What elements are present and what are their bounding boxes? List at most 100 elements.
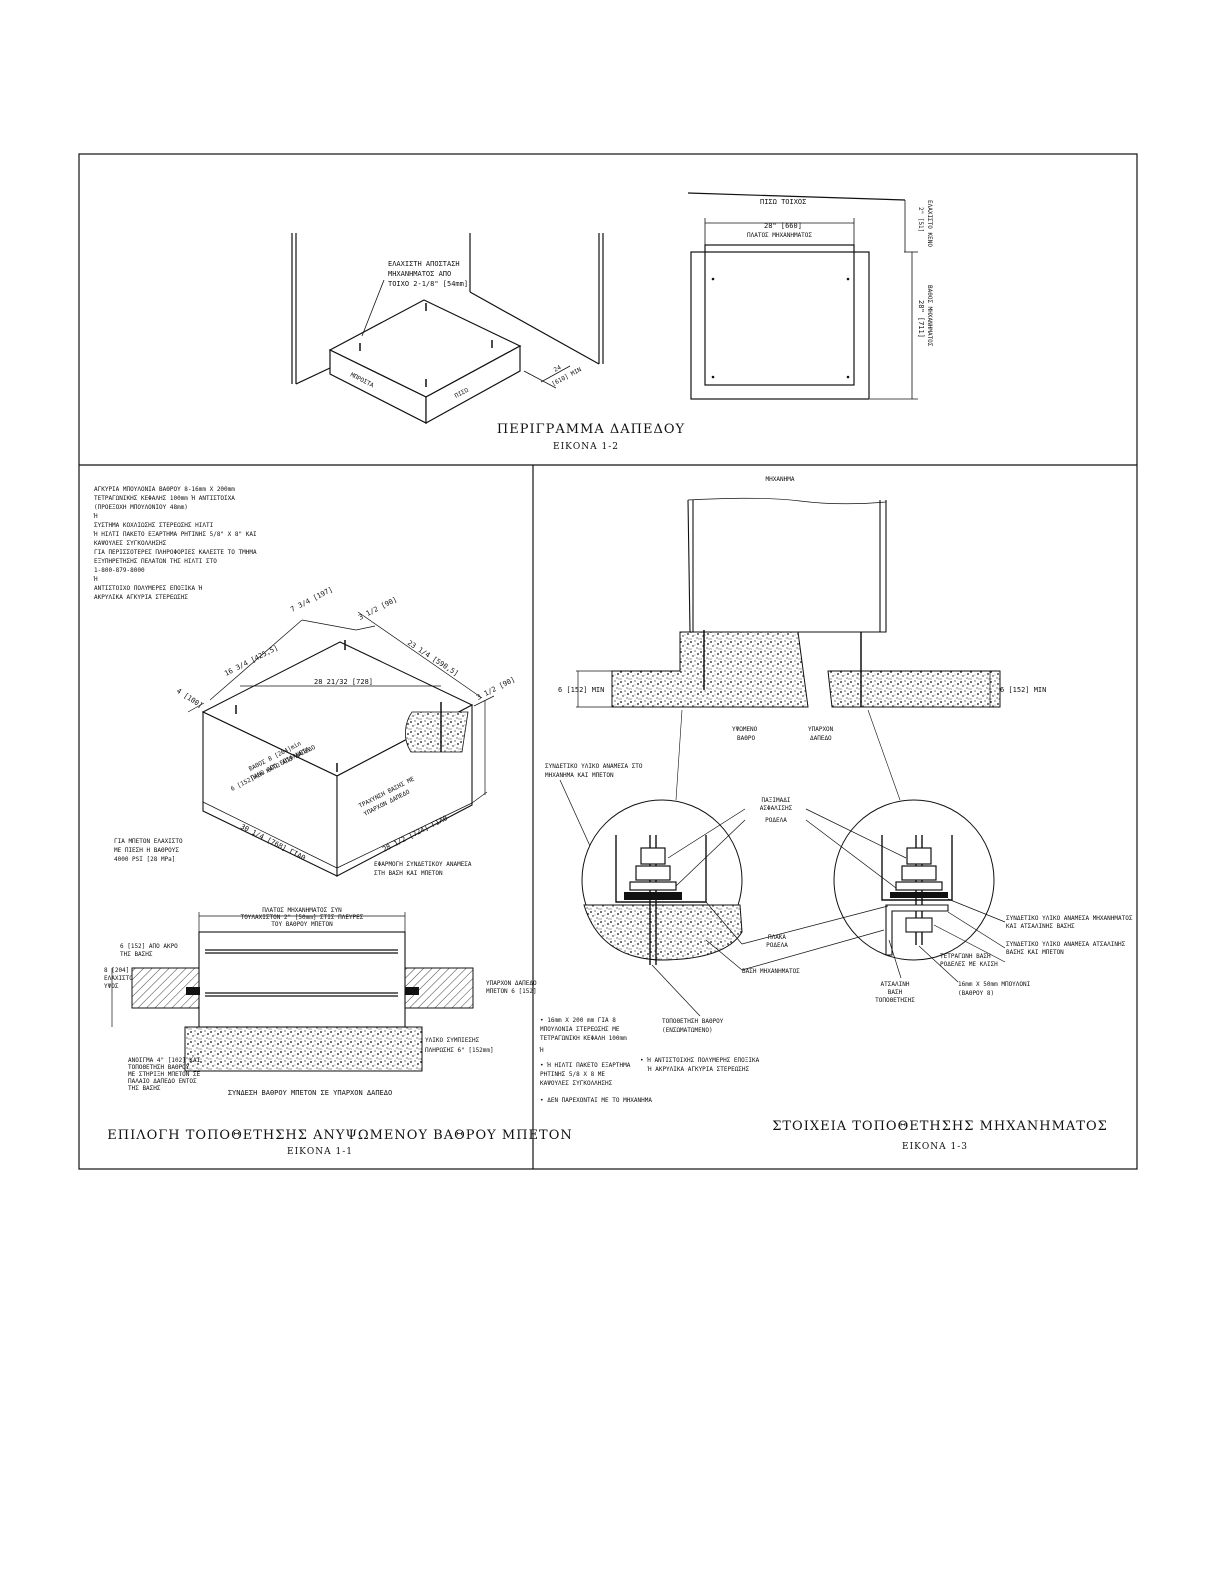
concrete-spec-note: ΓΙΑ ΜΠΕΤΟΝ ΕΛΑΧΙΣΤΟ ΜΕ ΠΙΕΣΗ Η ΒΑΘΡΟΥΣ 4… [114, 838, 183, 863]
iso-note-line-2: ΜΗΧΑΝΗΜΑΤΟΣ ΑΠΟ [388, 270, 451, 278]
detail-circle-left [581, 799, 743, 965]
iso-note-line-3: ΤΟΙΧΟ 2-1/8" [54mm] [388, 280, 468, 288]
steel-line-3: ΤΟΠΟΘΕΤΗΣΗΣ [875, 997, 915, 1004]
figure-1-2-title: ΠΕΡΙΓΡΑΜΜΑ ΔΑΠΕΔΟΥ [497, 422, 685, 437]
section-fill-2: ΠΛΗΡΩΣΗΣ 6" [152mm] [425, 1047, 494, 1054]
bullet-line: ΜΠΟΥΛΟΝΙΑ ΣΤΕΡΕΩΣΗΣ ΜΕ [540, 1026, 620, 1033]
pedestal-label-1: ΥΨΩΜΕΝΟ [732, 726, 758, 733]
section-right-2: ΜΠΕΤΟΝ 6 [152] [486, 988, 537, 995]
pedestal-section [111, 912, 474, 1072]
base-label: ΒΑΣΗ ΜΗΧΑΝΗΜΑΤΟΣ [742, 968, 800, 975]
note-line: ΤΕΤΡΑΓΩΝΙΚΗΣ ΚΕΦΑΛΗΣ 100mm Ή ΑΝΤΙΣΤΟΙΧΑ [94, 494, 235, 502]
mounting-bullets: • 16mm Χ 200 mm ΓΙΑ 8 ΜΠΟΥΛΟΝΙΑ ΣΤΕΡΕΩΣΗ… [539, 1017, 760, 1104]
note-line: (ΠΡΟΕΞΟΧΗ ΜΠΟΥΛΟΝΙΟΥ 48mm) [94, 504, 188, 511]
iso-note-line-1: ΕΛΑΧΙΣΤΗ ΑΠΟΣΤΑΣΗ [388, 260, 460, 268]
dim-d4: 23 1/4 [590,5] [406, 639, 460, 678]
section-lower-line: ΤΟΠΟΘΕΤΗΣΗ ΒΑΘΡΟΥ [128, 1064, 190, 1071]
section-top-line: ΤΟΥ ΒΑΘΡΟΥ ΜΠΕΤΟΝ [271, 921, 333, 928]
note-line: Ή ΗΙΛΤΙ ΠΑΚΕΤΟ ΕΞΑΡΤΗΜΑ ΡΗΤΙΝΗΣ 5/8" Χ 8… [93, 530, 257, 538]
bullet-alt-line: Ή ΑΚΡΥΛΙΚΑ ΑΓΚΥΡΙΑ ΣΤΕΡΕΩΣΗΣ [647, 1065, 750, 1073]
nut-label-1: ΠΑΞΙΜΑΔΙ [762, 797, 791, 804]
section-fill-layer [184, 1026, 423, 1072]
joint-note-line: ΕΦΑΡΜΟΓΗ ΣΥΝΔΕΤΙΚΟΥ ΑΝΑΜΕΣΑ [374, 861, 472, 868]
note-line: ΓΙΑ ΠΕΡΙΣΣΟΤΕΡΕΣ ΠΛΗΡΟΦΟΡΙΕΣ ΚΑΛΕΣΤΕ ΤΟ … [94, 549, 257, 556]
section-lower-line: ΤΗΣ ΒΑΣΗΣ [128, 1085, 161, 1092]
figure-1-1-label: ΕΙΚΟΝΑ 1-1 [287, 1147, 353, 1157]
iso-machine-base [328, 299, 522, 425]
dim-d6: 4 [100] [175, 687, 204, 710]
r1-line-2: ΚΑΙ ΑΤΣΑΛΙΝΗΣ ΒΑΣΗΣ [1006, 923, 1075, 930]
pedestal-notes: ΑΓΚΥΡΙΑ ΜΠΟΥΛΟΝΙΑ ΒΑΘΡΟΥ 8-16mm Χ 200mm … [93, 486, 257, 601]
bullet-line: ΚΑΨΟΥΛΕΣ ΣΥΓΚΟΛΛΗΣΗΣ [540, 1080, 613, 1087]
r1-line-1: ΣΥΝΔΕΤΙΚΟ ΥΛΙΚΟ ΑΝΑΜΕΣΑ ΜΗΧΑΝΗΜΑΤΟΣ [1006, 915, 1133, 922]
anchor-note-1: ΤΟΠΟΘΕΤΗΣΗ ΒΑΘΡΟΥ [662, 1018, 724, 1025]
bullet-line: • ΔΕΝ ΠΑΡΕΧΟΝΤΑΙ ΜΕ ΤΟ ΜΗΧΑΝΗΜΑ [540, 1097, 652, 1104]
bolt-line-2: (ΒΑΘΡΟΥ 8) [958, 990, 994, 997]
note-line: Ή [93, 512, 98, 520]
bullet-line: ΤΕΤΡΑΓΩΝΙΚΗ ΚΕΦΑΛΗ 100mm [540, 1035, 627, 1042]
section-left-a-2: ΤΗΣ ΒΑΣΗΣ [120, 951, 153, 958]
pedestal-label-2: ΒΑΘΡΟ [737, 735, 755, 742]
note-line: 1-800-879-8000 [94, 567, 145, 574]
steel-line-1: ΑΤΣΑΛΙΝΗ [881, 981, 910, 988]
plate-washer-2: ΡΟΔΕΛΑ [766, 942, 788, 949]
note-line: ΑΓΚΥΡΙΑ ΜΠΟΥΛΟΝΙΑ ΒΑΘΡΟΥ 8-16mm Χ 200mm [94, 486, 235, 493]
concrete-note-line: ΜΕ ΠΙΕΣΗ Η ΒΑΘΡΟΥΣ [114, 847, 179, 854]
min-left-label: 6 [152] MIN [558, 686, 604, 694]
pedestal-bolts [235, 640, 442, 772]
anchor-note-2: (ΕΝΣΩΜΑΤΩΜΕΝΟ) [662, 1027, 713, 1034]
section-pedestal-body [198, 931, 406, 1028]
detail-callouts [651, 808, 1006, 1017]
machine-label: ΜΗΧΑΝΗΜΑ [766, 476, 795, 483]
bullet-line: ΡΗΤΙΝΗΣ 5/8 Χ 8 ΜΕ [540, 1071, 605, 1078]
detail-circle-right [833, 799, 995, 961]
plan-bolt-marks [711, 277, 850, 379]
bullet-line: Ή [539, 1046, 544, 1054]
bullet-line: • 16mm Χ 200 mm ΓΙΑ 8 [540, 1017, 616, 1024]
r2-line-1: ΣΥΝΔΕΤΙΚΟ ΥΛΙΚΟ ΑΝΑΜΕΣΑ ΑΤΣΑΛΙΝΗΣ [1006, 941, 1126, 948]
gap-note-2: ΜΗΧΑΝΗΜΑ ΚΑΙ ΜΠΕΤΟΝ [545, 772, 614, 779]
figure-1-3-label: ΕΙΚΟΝΑ 1-3 [902, 1142, 968, 1152]
steel-line-2: ΒΑΣΗ [888, 989, 903, 996]
section-lower-line: ΑΝΟΙΓΜΑ 4" [102] ΚΑΙ [128, 1057, 201, 1064]
concrete-note-line: 4000 PSI [28 MPa] [114, 856, 175, 863]
raised-pedestal-concrete [611, 631, 809, 708]
note-line: ΕΞΥΠΗΡΕΤΗΣΗΣ ΠΕΛΑΤΩΝ ΤΗΣ ΗΙΛΤΙ ΣΤΟ [94, 558, 217, 565]
floor-label-1: ΥΠΑΡΧΟΝ [808, 726, 834, 733]
section-top-line: ΤΟΥΛΑΧΙΣΤΟΝ 2" [50mm] ΣΤΙΣ ΠΛΕΥΡΕΣ [241, 914, 364, 921]
min-right-label: 6 [152] MIN [1000, 686, 1046, 694]
section-left-b-2: ΕΛΑΧΙΣΤΟ [104, 975, 133, 982]
section-right-1: ΥΠΑΡΧΟΝ ΔΑΠΕΔΟ [486, 980, 537, 987]
washer-label: ΡΟΔΕΛΑ [765, 817, 787, 824]
note-line: ΣΥΣΤΗΜΑ ΚΟΧΛΙΩΣΗΣ ΣΤΕΡΕΩΣΗΣ ΗΙΛΤΙ [94, 522, 214, 529]
iso-wall-clearance-dim: 24 [610] MIN [523, 364, 583, 389]
iso-callout: ΕΛΑΧΙΣΤΗ ΑΠΟΣΤΑΣΗ ΜΗΧΑΝΗΜΑΤΟΣ ΑΠΟ ΤΟΙΧΟ … [361, 260, 468, 337]
note-line: ΚΑΨΟΥΛΕΣ ΣΥΓΚΟΛΛΗΣΗΣ [94, 540, 167, 547]
section-lower-line: ΜΕ ΣΤΗΡΙΞΗ ΜΠΕΤΟΝ ΣΕ [128, 1071, 201, 1078]
existing-floor-concrete [827, 670, 1001, 708]
sheet-frame [78, 153, 1138, 1170]
section-left-b-1: 8 [204] [104, 967, 129, 974]
plan-wall-label: ΠΙΣΩ ΤΟΙΧΟΣ [760, 198, 806, 206]
gap-note-1: ΣΥΝΔΕΤΙΚΟ ΥΛΙΚΟ ΑΝΑΜΕΣΑ ΣΤΟ [545, 763, 643, 770]
joint-note: ΕΦΑΡΜΟΓΗ ΣΥΝΔΕΤΙΚΟΥ ΑΝΑΜΕΣΑ ΣΤΗ ΒΑΣΗ ΚΑΙ… [374, 861, 472, 877]
figure-1-2-label: ΕΙΚΟΝΑ 1-2 [553, 442, 619, 452]
bullet-line: • Ή ΗΙΛΤΙ ΠΑΚΕΤΟ ΕΞΑΡΤΗΜΑ [540, 1061, 631, 1069]
section-lower-note: ΑΝΟΙΓΜΑ 4" [102] ΚΑΙ ΤΟΠΟΘΕΤΗΣΗ ΒΑΘΡΟΥ Μ… [128, 1057, 201, 1092]
dim-d5: 28 21/32 [728] [314, 678, 373, 686]
dim-d7: 3 1/2 [90] [475, 676, 516, 702]
note-line: ΑΝΤΙΣΤΟΙΧΟ ΠΟΛΥΜΕΡΕΣ ΕΠΟΞΙΚΑ Ή [94, 584, 203, 592]
figure-1-2-floor-outline: ΕΛΑΧΙΣΤΗ ΑΠΟΣΤΑΣΗ ΜΗΧΑΝΗΜΑΤΟΣ ΑΠΟ ΤΟΙΧΟ … [291, 192, 933, 452]
iso-clearance-value: 24 [553, 364, 563, 374]
pedestal-dimension-lines [187, 611, 495, 869]
plan-width-value: 28" [660] [764, 222, 802, 230]
nut-label-2: ΑΣΦΑΛΙΣΗΣ [760, 805, 793, 812]
plan-depth-label: ΒΑΘΟΣ ΜΗΧΑΝΗΜΑΤΟΣ [926, 285, 933, 347]
iso-room-walls [291, 233, 604, 385]
joint-note-line: ΣΤΗ ΒΑΣΗ ΚΑΙ ΜΠΕΤΟΝ [374, 870, 443, 877]
note-line: ΑΚΡΥΛΙΚΑ ΑΓΚΥΡΙΑ ΣΤΕΡΕΩΣΗΣ [94, 594, 188, 601]
plan-view [687, 192, 918, 400]
plan-min-label: ΕΛΑΧΙΣΤΟ ΚΕΝΟ [926, 200, 933, 247]
section-top-note: ΠΛΑΤΟΣ ΜΗΧΑΝΗΜΑΤΟΣ ΣΥΝ ΤΟΥΛΑΧΙΣΤΟΝ 2" [5… [241, 907, 364, 928]
